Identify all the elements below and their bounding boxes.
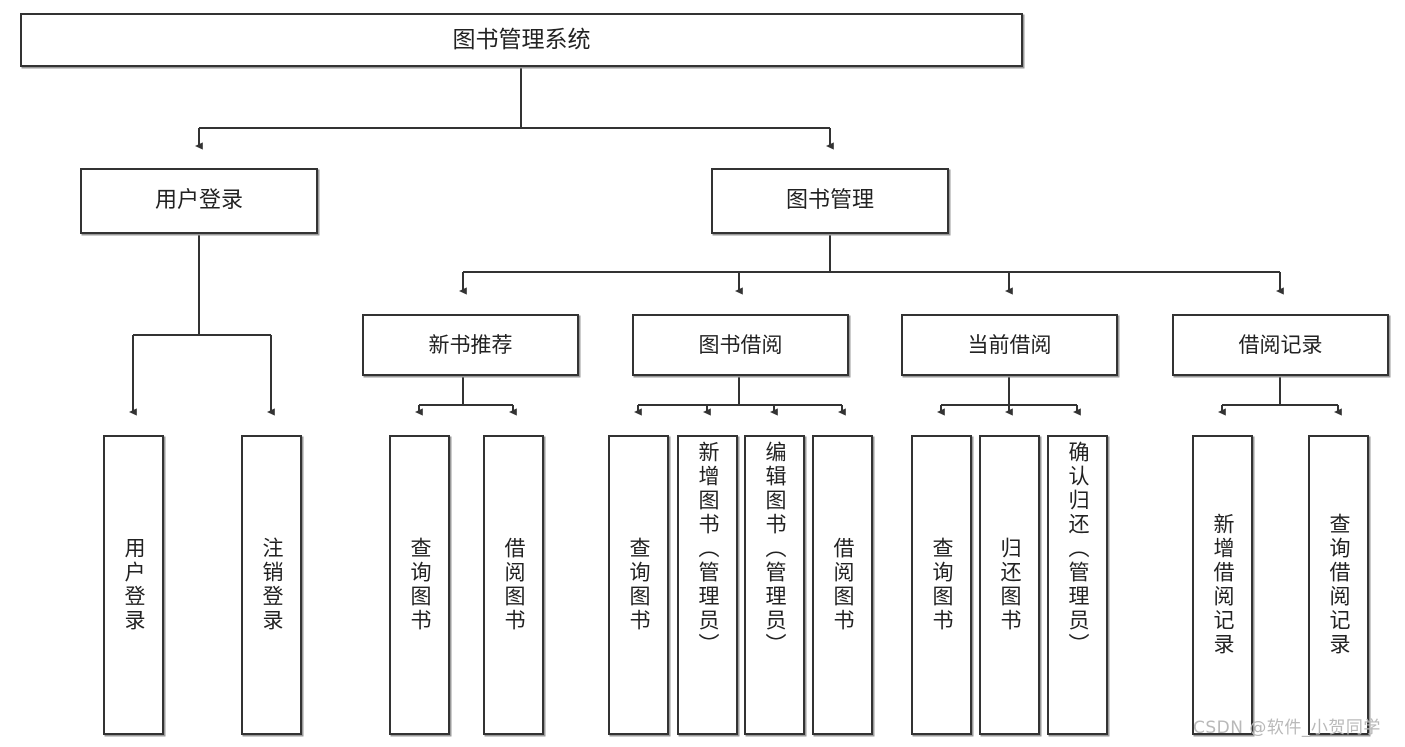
leaf-add-borrow-record[interactable]: 新增借阅记录: [1192, 435, 1253, 735]
leaf-add-book-admin[interactable]: 新增图书（管理员）: [677, 435, 738, 735]
node-label: 图书管理: [785, 188, 874, 214]
node-label: 借阅图书: [831, 537, 855, 633]
leaf-query-book-recommend[interactable]: 查询图书: [389, 435, 450, 735]
node-label: 查询图书: [930, 537, 954, 633]
node-label: 新增图书（管理员）: [696, 441, 720, 657]
leaf-query-book-borrow[interactable]: 查询图书: [608, 435, 669, 735]
leaf-confirm-return-admin[interactable]: 确认归还（管理员）: [1047, 435, 1108, 735]
leaf-user-logout[interactable]: 注销登录: [241, 435, 302, 735]
leaf-borrow-book-recommend[interactable]: 借阅图书: [483, 435, 544, 735]
leaf-query-borrow-record[interactable]: 查询借阅记录: [1308, 435, 1369, 735]
node-book-manage[interactable]: 图书管理: [711, 168, 949, 234]
node-label: 用户登录: [122, 537, 146, 633]
node-current-borrow[interactable]: 当前借阅: [901, 314, 1118, 376]
node-label: 借阅图书: [502, 537, 526, 633]
node-book-borrow[interactable]: 图书借阅: [632, 314, 849, 376]
node-user-login[interactable]: 用户登录: [80, 168, 318, 234]
leaf-return-book[interactable]: 归还图书: [979, 435, 1040, 735]
node-label: 查询图书: [408, 537, 432, 633]
leaf-borrow-book-borrow[interactable]: 借阅图书: [812, 435, 873, 735]
leaf-query-book-current[interactable]: 查询图书: [911, 435, 972, 735]
node-label: 用户登录: [154, 188, 243, 214]
node-label: 查询图书: [627, 537, 651, 633]
node-label: 图书借阅: [698, 332, 783, 357]
node-borrow-record[interactable]: 借阅记录: [1172, 314, 1389, 376]
node-root-book-management-system[interactable]: 图书管理系统: [20, 13, 1023, 67]
node-label: 确认归还（管理员）: [1066, 441, 1090, 657]
node-label: 编辑图书（管理员）: [763, 441, 787, 657]
node-label: 归还图书: [998, 537, 1022, 633]
leaf-user-login[interactable]: 用户登录: [103, 435, 164, 735]
leaf-edit-book-admin[interactable]: 编辑图书（管理员）: [744, 435, 805, 735]
node-label: 借阅记录: [1238, 332, 1323, 357]
node-label: 注销登录: [260, 537, 284, 633]
node-label: 新增借阅记录: [1211, 513, 1235, 657]
node-label: 当前借阅: [967, 332, 1052, 357]
node-new-book-recommend[interactable]: 新书推荐: [362, 314, 579, 376]
node-label: 新书推荐: [428, 332, 513, 357]
node-label: 查询借阅记录: [1327, 513, 1351, 657]
node-label: 图书管理系统: [452, 26, 591, 53]
